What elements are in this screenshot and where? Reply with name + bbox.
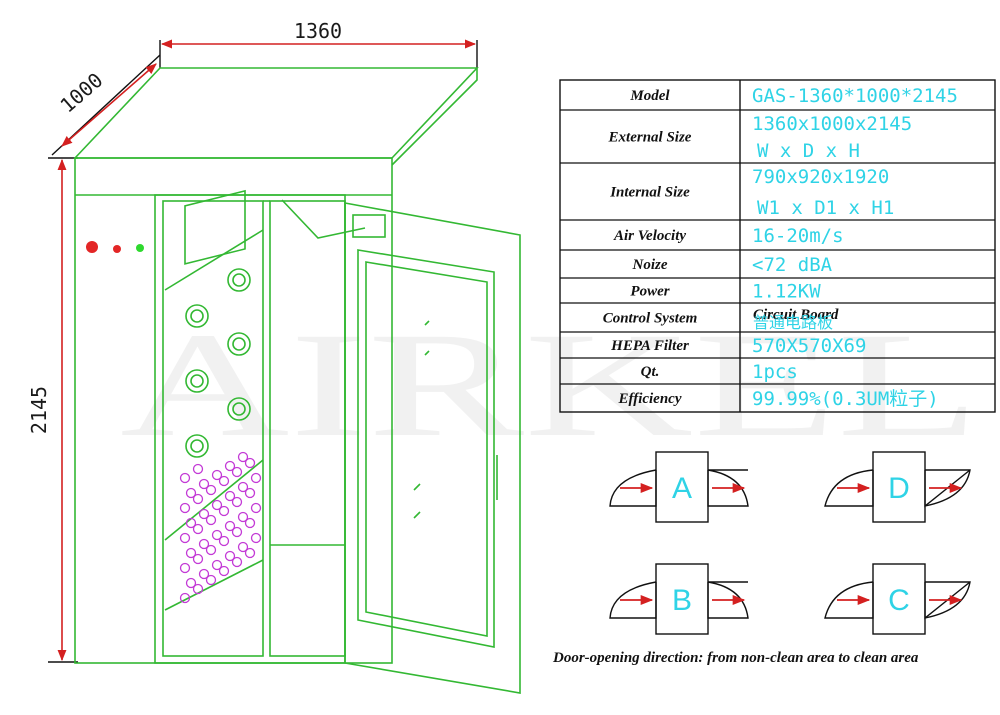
door-diagram-c: C	[824, 563, 971, 635]
door-diagram-d: D	[824, 451, 971, 523]
indicator-light-green	[136, 244, 144, 252]
door-letter: A	[672, 472, 692, 505]
grille-hole	[192, 493, 204, 505]
grille-hole	[192, 553, 204, 565]
spec-value: 16-20m/s	[752, 225, 844, 247]
dimension-depth: 1000	[51, 54, 161, 156]
grille-hole	[250, 502, 262, 514]
grille-hole	[192, 583, 204, 595]
grille-hole	[218, 535, 230, 547]
spec-value: 1360x1000x2145	[752, 113, 912, 135]
grille-hole	[237, 541, 249, 553]
grille-hole	[231, 556, 243, 568]
grille-hole	[211, 499, 223, 511]
spec-label: Air Velocity	[613, 228, 686, 244]
watermark: AIRKEL	[120, 302, 980, 468]
grille-hole	[211, 559, 223, 571]
return-air-grille	[179, 451, 262, 604]
grille-hole	[244, 517, 256, 529]
cabinet	[73, 67, 479, 664]
spec-value-secondary: W1 x D1 x H1	[757, 197, 894, 219]
grille-hole	[244, 547, 256, 559]
grille-hole	[231, 496, 243, 508]
grille-hole	[205, 544, 217, 556]
grille-hole	[179, 562, 191, 574]
grille-hole	[224, 490, 236, 502]
dimension-height: 2145	[27, 157, 78, 663]
grille-hole	[179, 502, 191, 514]
spec-table	[559, 79, 996, 413]
spec-value: <72 dBA	[752, 254, 833, 276]
nozzles	[185, 268, 251, 458]
grille-hole	[237, 451, 249, 463]
grille-hole	[224, 550, 236, 562]
grille-hole	[237, 511, 249, 523]
spec-value-secondary: W x D x H	[757, 140, 860, 162]
grille-hole	[179, 472, 191, 484]
door-letter: B	[672, 584, 692, 617]
door-diagram-b: B	[609, 563, 749, 635]
door-diagram-a: A	[609, 451, 749, 523]
spec-label: Power	[630, 284, 669, 300]
grille-hole	[218, 505, 230, 517]
spec-label: Efficiency	[617, 391, 681, 407]
grille-hole	[179, 592, 191, 604]
grille-hole	[198, 508, 210, 520]
spec-label: Noize	[632, 257, 668, 273]
grille-hole	[185, 517, 197, 529]
spec-label: Model	[629, 88, 670, 104]
spec-value: 1pcs	[752, 361, 798, 383]
grille-hole	[205, 574, 217, 586]
spec-label: Control System	[603, 311, 698, 327]
grille-hole	[224, 520, 236, 532]
grille-hole	[185, 487, 197, 499]
door-letter: C	[888, 584, 910, 617]
grille-hole	[192, 523, 204, 535]
grille-hole	[218, 475, 230, 487]
height-label: 2145	[27, 386, 51, 434]
grille-hole	[218, 565, 230, 577]
spec-value: 790x920x1920	[752, 166, 889, 188]
door-letter: D	[888, 472, 910, 505]
caption: Door-opening direction: from non-clean a…	[552, 650, 919, 666]
spec-label: Internal Size	[609, 185, 690, 201]
grille-hole	[244, 487, 256, 499]
grille-hole	[198, 538, 210, 550]
grille-hole	[205, 484, 217, 496]
grille-hole	[179, 532, 191, 544]
grille-hole	[250, 472, 262, 484]
indicator-light-small-red	[113, 245, 121, 253]
dimension-width: 1360	[159, 19, 478, 68]
indicator-light-red	[86, 241, 98, 253]
spec-label: Qt.	[641, 364, 660, 380]
grille-hole	[198, 568, 210, 580]
width-label: 1360	[294, 19, 342, 43]
spec-value: 1.12KW	[752, 281, 821, 303]
grille-hole	[185, 577, 197, 589]
spec-value: GAS-1360*1000*2145	[752, 85, 958, 107]
grille-hole	[211, 529, 223, 541]
grille-hole	[231, 466, 243, 478]
grille-hole	[244, 457, 256, 469]
grille-hole	[205, 514, 217, 526]
grille-hole	[185, 547, 197, 559]
spec-value: 99.99%(0.3UM粒子)	[752, 388, 939, 410]
spec-value: Circuit Board	[753, 307, 839, 323]
grille-hole	[250, 532, 262, 544]
spec-label: HEPA Filter	[610, 338, 689, 354]
spec-label: External Size	[608, 130, 692, 146]
open-door	[281, 199, 521, 694]
grille-hole	[237, 481, 249, 493]
door-opening-diagrams: A D B C	[609, 451, 971, 635]
grille-hole	[192, 463, 204, 475]
grille-hole	[224, 460, 236, 472]
spec-value: 570X570X69	[752, 335, 866, 357]
grille-hole	[231, 526, 243, 538]
grille-hole	[198, 478, 210, 490]
grille-hole	[211, 469, 223, 481]
spec-value-secondary: 普通电路板	[753, 313, 833, 332]
